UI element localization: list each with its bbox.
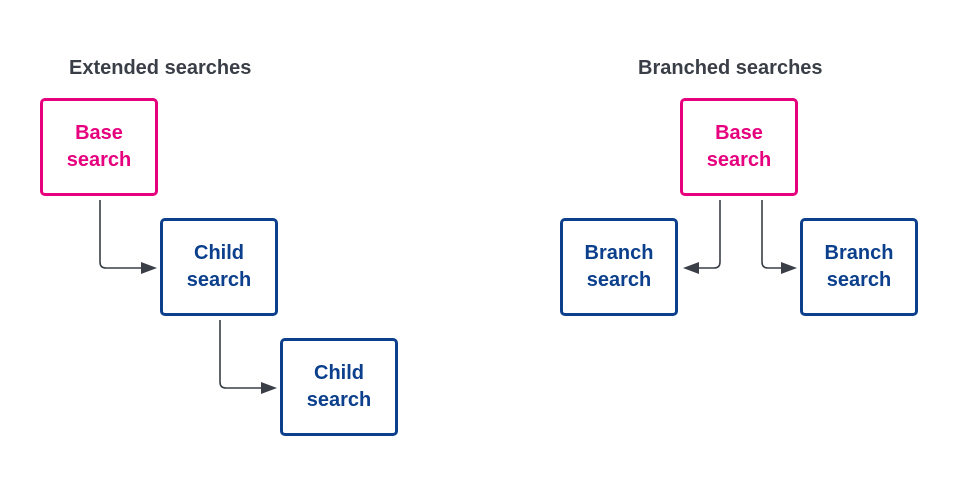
extended-base-search-node: Base search: [40, 98, 158, 196]
node-label: Child search: [306, 362, 372, 411]
extended-child-search-node-2: Child search: [280, 338, 398, 436]
arrowhead-child-2: [261, 382, 277, 394]
node-label: Child search: [186, 242, 252, 291]
connector-base-to-branch-right: [761, 200, 783, 269]
extended-child-search-node-1: Child search: [160, 218, 278, 316]
node-label: Branch search: [584, 242, 654, 291]
node-label: Base search: [706, 122, 772, 171]
extended-searches-heading: Extended searches: [69, 57, 252, 79]
connector-base-to-branch-left: [697, 200, 721, 269]
branched-searches-heading: Branched searches: [638, 57, 823, 79]
arrowhead-child-1: [141, 262, 157, 274]
branch-search-node-left: Branch search: [560, 218, 678, 316]
branched-base-search-node: Base search: [680, 98, 798, 196]
connector-base-to-child-1: [99, 200, 143, 269]
node-label: Branch search: [824, 242, 894, 291]
arrowhead-branch-right: [781, 262, 797, 274]
node-label: Base search: [66, 122, 132, 171]
arrowhead-branch-left: [683, 262, 699, 274]
branch-search-node-right: Branch search: [800, 218, 918, 316]
connector-child-1-to-child-2: [219, 320, 263, 389]
